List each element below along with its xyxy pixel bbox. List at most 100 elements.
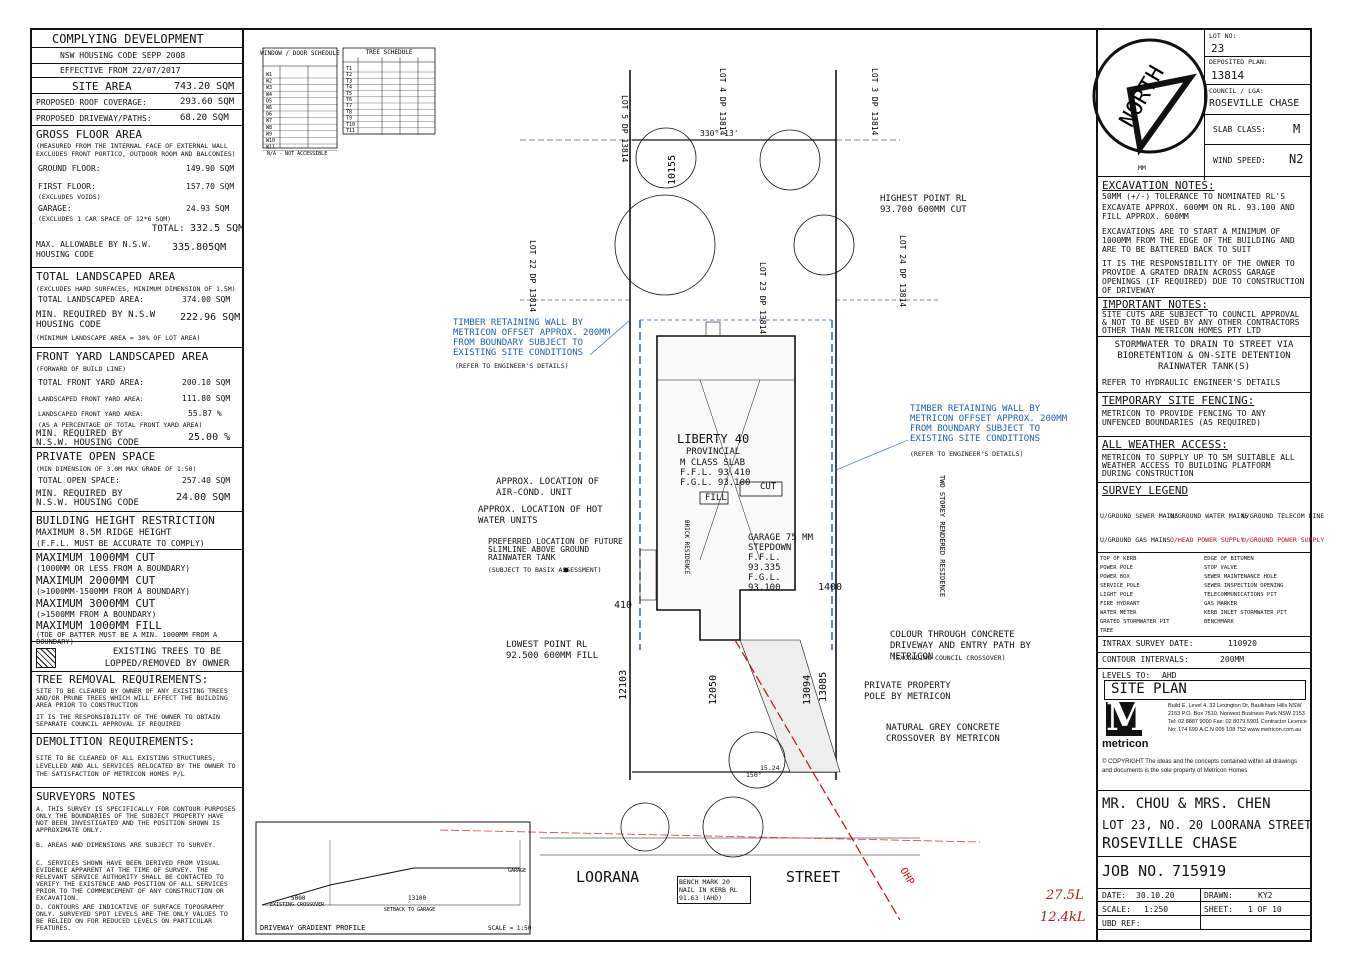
- drawing-frame: [30, 28, 1312, 942]
- colour-driveway-note: COLOUR THROUGH CONCRETE DRIVEWAY AND ENT…: [890, 630, 1031, 662]
- legend-section: SURVEY LEGEND U/GROUND SEWER MAINS U/GRO…: [1098, 482, 1324, 637]
- contour-value: 200MM: [1220, 655, 1245, 664]
- excavation-section: EXCAVATION NOTES: 50MM (+/-) TOLERANCE T…: [1098, 176, 1310, 298]
- height-section: BUILDING HEIGHT RESTRICTION MAXIMUM 8.5M…: [32, 512, 242, 550]
- tree-removal-title: TREE REMOVAL REQUIREMENTS:: [36, 673, 209, 686]
- tree-row-id: T4: [346, 85, 352, 91]
- legend-ohp: O/HEAD POWER SUPPLY: [1170, 536, 1245, 544]
- cut3-title: MAXIMUM 3000MM CUT: [36, 597, 156, 610]
- excavation-2: EXCAVATE APPROX. 600MM ON RL. 93.100 AND…: [1102, 203, 1295, 221]
- levels-label: LEVELS TO:: [1102, 671, 1151, 680]
- weather-section: ALL WEATHER ACCESS: METRICON TO SUPPLY U…: [1098, 436, 1310, 483]
- profile-garage: GARAGE: [508, 868, 526, 874]
- highest-point: HIGHEST POINT RL 93.700 600MM CUT: [880, 194, 967, 215]
- leader-right: [835, 439, 909, 471]
- survey-note-b: B. AREAS AND DIMENSIONS ARE SUBJECT TO S…: [36, 841, 217, 849]
- window-row-id: D6: [266, 112, 272, 118]
- meta-line-1: [1098, 901, 1310, 902]
- tree-schedule-title: TREE SCHEDULE: [366, 49, 413, 56]
- house-ffl: F.F.L. 93.410: [680, 468, 751, 478]
- legend-symbol-item: FIRE HYDRANT: [1100, 601, 1140, 607]
- legend-symbol-item: GRATED STORMWATER PIT: [1100, 619, 1170, 625]
- hot-water-note: APPROX. LOCATION OF HOT WATER UNITS: [478, 505, 603, 526]
- legend-gas: U/GROUND GAS MAINS: [1100, 536, 1171, 544]
- drawn-value: KY2: [1258, 891, 1273, 900]
- cut2-title: MAXIMUM 2000MM CUT: [36, 574, 156, 587]
- landscaped-front-pct-label: LANDSCAPED FRONT YARD AREA:: [38, 410, 144, 418]
- min-req2-label: MIN. REQUIRED BY N.S.W. HOUSING CODE: [36, 429, 139, 448]
- drawing-meta: DATE: 30.10.20 DRAWN: KY2 SCALE: 1:250 S…: [1098, 888, 1310, 941]
- total-label: TOTAL:: [152, 224, 185, 234]
- effective-date: EFFECTIVE FROM 22/07/2017: [60, 66, 181, 75]
- min-req-value: 222.96 SQM: [180, 312, 241, 323]
- first-floor-label: FIRST FLOOR:: [38, 182, 96, 191]
- height-title: BUILDING HEIGHT RESTRICTION: [36, 514, 215, 527]
- council-cell: COUNCIL / LGA: ROSEVILLE CHASE: [1205, 84, 1311, 115]
- slab-class-label: SLAB CLASS:: [1213, 125, 1266, 134]
- front-yard-title: FRONT YARD LANDSCAPED AREA: [36, 350, 209, 363]
- housing-code: NSW HOUSING CODE SEPP 2008: [60, 51, 186, 60]
- lot-no: 23: [1211, 42, 1225, 55]
- gfa-note: (MEASURED FROM THE INTERNAL FACE OF EXTE…: [36, 142, 236, 158]
- address-line-2: ROSEVILLE CHASE: [1102, 834, 1238, 852]
- legend-symbol-item: SEWER INSPECTION OPENING: [1204, 583, 1284, 589]
- total-front-label: TOTAL FRONT YARD AREA:: [38, 378, 144, 387]
- contour-row: CONTOUR INTERVALS: 200MM: [1098, 652, 1310, 669]
- excavation-1: 50MM (+/-) TOLERANCE TO NOMINATED RL'S: [1102, 192, 1286, 201]
- dim-1400: 1400: [818, 582, 843, 593]
- min-req-label: MIN. REQUIRED BY N.S.W HOUSING CODE: [36, 310, 156, 330]
- levels-value: AHD: [1162, 671, 1177, 680]
- surveyors-section: SURVEYORS NOTES A. THIS SURVEY IS SPECIF…: [32, 788, 242, 938]
- pos-title: PRIVATE OPEN SPACE: [36, 450, 156, 463]
- max-ridge: MAXIMUM 8.5M RIDGE HEIGHT: [36, 528, 172, 538]
- compliance-panel: COMPLYING DEVELOPMENT NSW HOUSING CODE S…: [32, 30, 244, 940]
- min-req3-label: MIN. REQUIRED BY N.S.W. HOUSING CODE: [36, 489, 139, 508]
- intrax-value: 110920: [1228, 639, 1257, 648]
- house-name: LIBERTY 40: [677, 432, 750, 446]
- landscaped-front-label: LANDSCAPED FRONT YARD AREA:: [38, 395, 144, 403]
- scale-label: SCALE:: [1102, 905, 1131, 914]
- mm-label: MM: [1138, 164, 1146, 172]
- handwritten-2: 12.4kL: [1040, 910, 1086, 925]
- tree-row-id: T2: [346, 72, 352, 78]
- cut1-note: (1000MM OR LESS FROM A BOUNDARY): [36, 564, 191, 573]
- legend-symbol-item: POWER BOX: [1100, 574, 1130, 580]
- dim-12103: 12103: [618, 670, 629, 700]
- survey-note-a: A. THIS SURVEY IS SPECIFICALLY FOR CONTO…: [36, 805, 236, 834]
- housing-code-row: NSW HOUSING CODE SEPP 2008: [32, 48, 242, 64]
- ffl-note: (F.F.L. MUST BE ACCURATE TO COMPLY): [36, 539, 205, 548]
- max-allow-label: MAX. ALLOWABLE BY N.S.W. HOUSING CODE: [36, 240, 152, 259]
- important-section: IMPORTANT NOTES: SITE CUTS ARE SUBJECT T…: [1098, 296, 1310, 337]
- profile-dim-5000: 5000: [291, 895, 306, 902]
- tree-row-id: T11: [346, 128, 355, 134]
- total-open-label: TOTAL OPEN SPACE:: [38, 476, 120, 485]
- complying-title: COMPLYING DEVELOPMENT: [52, 32, 204, 46]
- sheet-label: SHEET:: [1204, 905, 1233, 914]
- excavation-4: IT IS THE RESPONSIBILITY OF THE OWNER TO…: [1102, 259, 1305, 295]
- min-req3-value: 24.00 SQM: [176, 492, 231, 503]
- tree-row-id: T7: [346, 103, 352, 109]
- lot23-label: LOT 23 DP 13814: [758, 262, 767, 334]
- weather-text: METRICON TO SUPPLY UP TO 5M SUITABLE ALL…: [1102, 453, 1295, 478]
- complying-title-row: COMPLYING DEVELOPMENT: [32, 30, 242, 48]
- fill-note: (TOE OF BATTER MUST BE A MIN. 1000MM FRO…: [36, 631, 218, 646]
- dim-13085: 13085: [818, 672, 829, 702]
- driveway: [739, 639, 841, 773]
- north-arrow: [1092, 38, 1208, 156]
- window-row-id: W3: [266, 85, 272, 91]
- meta-vline: [1200, 889, 1201, 929]
- bench-mark: BENCH MARK 20 NAIL IN KERB RL 91.63 (AHD…: [677, 876, 751, 904]
- copyright: © COPYRIGHT The ideas and the concepts c…: [1102, 759, 1297, 774]
- leader-left: [589, 319, 631, 356]
- trees-lopped-row: EXISTING TREES TO BE LOPPED/REMOVED BY O…: [32, 642, 242, 672]
- legend-symbol-item: STOP VALVE: [1204, 565, 1238, 571]
- levels-row: LEVELS TO: AHD: [1098, 668, 1310, 684]
- scale-value: 1:250: [1144, 905, 1169, 914]
- legend-symbol-item: GAS MARKER: [1204, 601, 1238, 607]
- job-number: 715919: [1172, 862, 1227, 880]
- landscaped-front-pct-value: 55.87 %: [188, 409, 222, 418]
- tree-removal-text2: IT IS THE RESPONSIBILITY OF THE OWNER TO…: [36, 713, 220, 728]
- window-row-id: W6: [266, 105, 272, 111]
- legend-sewer: U/GROUND SEWER MAINS: [1100, 512, 1179, 520]
